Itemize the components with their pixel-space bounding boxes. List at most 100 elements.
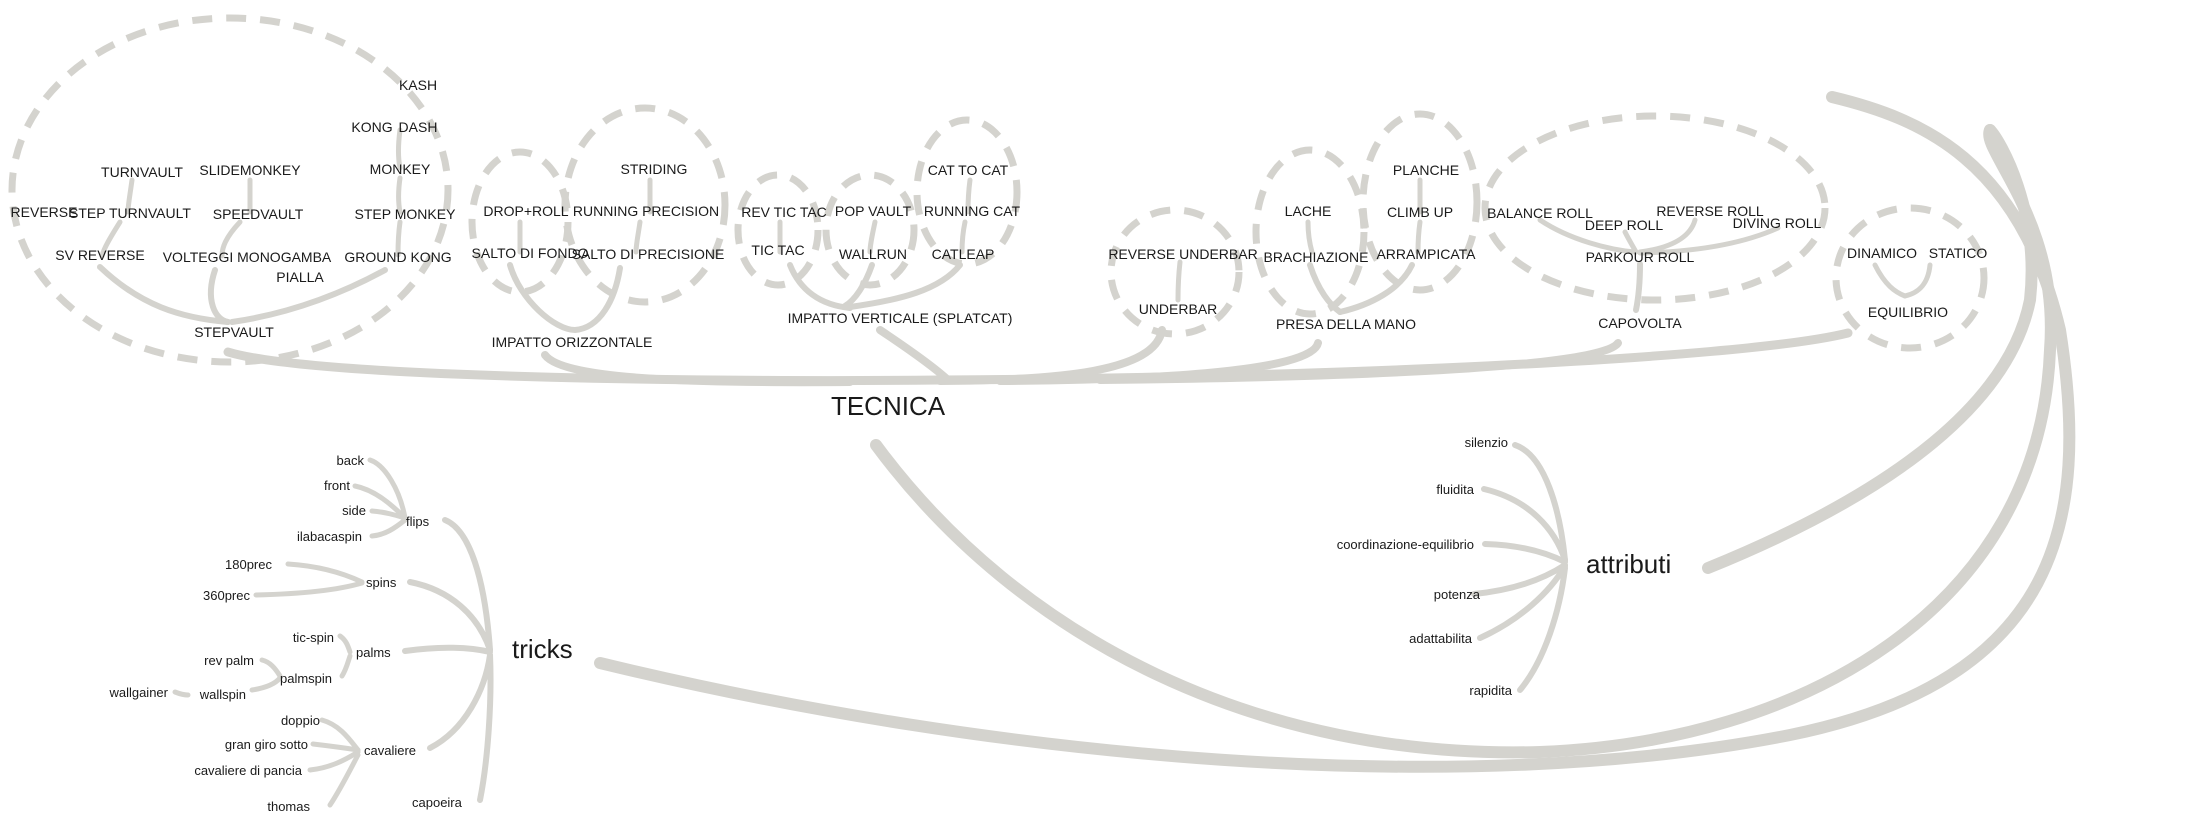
link-potenza-attributi xyxy=(1471,562,1568,597)
link-granggiro-cavaliere xyxy=(310,741,361,753)
link-statico-equilibrio xyxy=(1902,262,1933,299)
node-rev-tic-tac: REV TIC TAC xyxy=(741,204,827,220)
cluster-vaults-outline xyxy=(8,14,452,366)
link-adattabilita-attributi xyxy=(1477,563,1568,641)
node-wallspin: wallspin xyxy=(199,687,246,702)
link-wallspin-palmspin xyxy=(249,675,283,693)
cluster-roll-outline xyxy=(1481,112,1829,304)
link-cavalierepancia-cavaliere xyxy=(307,749,361,773)
link-fluidita-attributi xyxy=(1481,486,1568,563)
link-back-flips xyxy=(367,457,408,521)
node-underbar: UNDERBAR xyxy=(1139,301,1218,317)
node-catleap: CATLEAP xyxy=(932,246,995,262)
cluster-popvault-outline xyxy=(822,171,918,289)
node-capoeira: capoeira xyxy=(412,795,463,810)
node-silenzio: silenzio xyxy=(1465,435,1508,450)
node-stepvault: STEPVAULT xyxy=(194,324,274,340)
cluster-salto-outline xyxy=(468,148,572,296)
link-popvault-wallrun xyxy=(867,219,878,255)
cluster-underbar-outline xyxy=(1107,206,1243,338)
link-turnvault-stepturnvault xyxy=(125,177,135,215)
node-lache: LACHE xyxy=(1285,203,1332,219)
node-parkour-roll: PARKOUR ROLL xyxy=(1586,249,1695,265)
link-stepturnvault-svreverse xyxy=(99,219,123,259)
node-kash: KASH xyxy=(399,77,437,93)
node-ground-kong: GROUND KONG xyxy=(344,249,451,265)
link-underbar xyxy=(936,326,1166,385)
connectors xyxy=(97,91,2076,808)
link-wallrun-impatto xyxy=(842,262,875,309)
link-impatto-orizzontale xyxy=(541,351,854,387)
node-arrampicata: ARRAMPICATA xyxy=(1376,246,1476,262)
node-impatto-verticale: IMPATTO VERTICALE (SPLATCAT) xyxy=(788,310,1013,326)
link-ticspin-palms xyxy=(337,633,353,655)
node-spins: spins xyxy=(366,575,397,590)
link-capovolta xyxy=(1096,339,1622,384)
hub-attributi: attributi xyxy=(1586,549,1671,579)
link-presa xyxy=(996,339,1322,385)
tricks-labels: back front side ilabacaspin flips 180pre… xyxy=(108,453,462,814)
link-running-salto xyxy=(633,219,643,255)
node-gran-giro-sotto: gran giro sotto xyxy=(225,737,308,752)
link-180prec-spins xyxy=(285,561,365,585)
node-pop-vault: POP VAULT xyxy=(835,203,912,219)
link-revunderbar-underbar xyxy=(1175,259,1183,303)
node-diving-roll: DIVING ROLL xyxy=(1733,215,1822,231)
link-stepmonkey-groundkong xyxy=(395,219,403,258)
link-silenzio-attributi xyxy=(1512,442,1568,563)
link-arrampicata-presa xyxy=(1337,262,1415,315)
link-tricks-main xyxy=(594,91,2076,773)
node-speedvault: SPEEDVAULT xyxy=(213,206,304,222)
link-wallgainer-wallspin xyxy=(172,689,191,698)
node-salto-di-precisione: SALTO DI PRECISIONE xyxy=(572,246,725,262)
node-rev-palm: rev palm xyxy=(204,653,254,668)
link-tictac-impatto xyxy=(787,262,853,311)
node-brachiazione: BRACHIAZIONE xyxy=(1263,249,1368,265)
cluster-tictac-outline xyxy=(734,171,822,289)
node-drop-roll: DROP+ROLL xyxy=(483,203,568,219)
node-step-turnvault: STEP TURNVAULT xyxy=(69,205,191,221)
hub-tricks: tricks xyxy=(512,634,573,664)
link-climbup-arrampicata xyxy=(1415,219,1423,255)
node-cavaliere: cavaliere xyxy=(364,743,416,758)
node-running-precision: RUNNING PRECISION xyxy=(573,203,719,219)
node-dinamico: DINAMICO xyxy=(1847,245,1917,261)
node-tic-tac: TIC TAC xyxy=(751,242,804,258)
cluster-lache-outline xyxy=(1252,146,1368,318)
node-potenza: potenza xyxy=(1434,587,1481,602)
link-impatto-verticale xyxy=(876,326,952,384)
node-adattabilita: adattabilita xyxy=(1409,631,1473,646)
node-front: front xyxy=(324,478,350,493)
link-balanceroll-parkourroll xyxy=(1537,217,1638,255)
node-dash: DASH xyxy=(399,119,438,135)
node-ilabacaspin: ilabacaspin xyxy=(297,529,362,544)
link-palms-tricks xyxy=(402,644,493,655)
cluster-outlines xyxy=(8,14,1988,366)
link-divingroll-parkourroll xyxy=(1637,225,1781,256)
node-rapidita: rapidita xyxy=(1469,683,1512,698)
cluster-cat-outline xyxy=(913,116,1021,268)
link-brachiazione-presa xyxy=(1307,262,1343,315)
cluster-precision-outline xyxy=(561,104,729,306)
node-impatto-orizzontale: IMPATTO ORIZZONTALE xyxy=(492,334,653,350)
node-volteggi-monogamba: VOLTEGGI MONOGAMBA xyxy=(163,249,332,265)
node-statico: STATICO xyxy=(1929,245,1988,261)
node-balance-roll: BALANCE ROLL xyxy=(1487,205,1593,221)
link-parkourroll-capovolta xyxy=(1633,261,1643,313)
attributi-labels: silenzio fluidita coordinazione-equilibr… xyxy=(1337,435,1513,698)
node-180prec: 180prec xyxy=(225,557,272,572)
node-turnvault: TURNVAULT xyxy=(101,164,183,180)
link-revpalm-palmspin xyxy=(259,657,283,679)
node-palmspin: palmspin xyxy=(280,671,332,686)
node-wallrun: WALLRUN xyxy=(839,246,907,262)
node-step-monkey: STEP MONKEY xyxy=(355,206,457,222)
node-climb-up: CLIMB UP xyxy=(1387,204,1453,220)
link-attributi-main xyxy=(1702,124,2038,574)
link-speedvault-volteggi xyxy=(219,219,243,259)
node-side: side xyxy=(342,503,366,518)
node-planche: PLANCHE xyxy=(1393,162,1459,178)
link-360prec-spins xyxy=(253,580,365,598)
node-flips: flips xyxy=(406,514,430,529)
link-runningcat-catleap xyxy=(959,219,968,255)
